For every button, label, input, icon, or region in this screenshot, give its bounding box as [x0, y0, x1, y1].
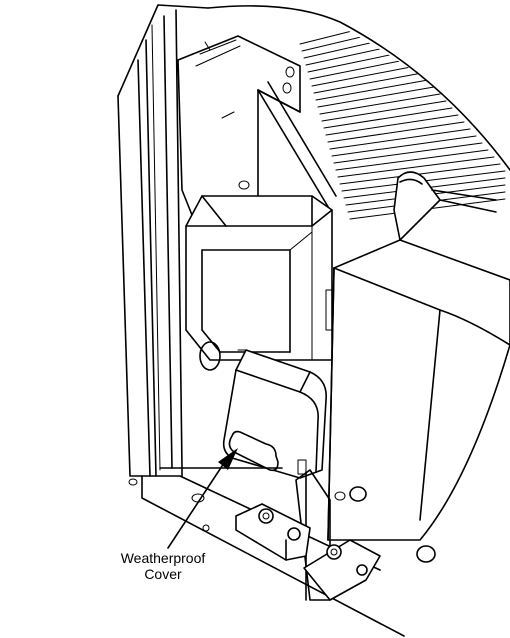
fin-line: [329, 128, 471, 150]
weatherproof-cover: [222, 349, 327, 479]
fin-line: [309, 58, 411, 80]
callout-label: Weatherproof Cover: [108, 550, 218, 582]
diagonal-strap: [257, 81, 337, 211]
bolt-plate-right: [303, 539, 381, 601]
left-rail: [117, 4, 209, 486]
arrowhead: [218, 448, 238, 470]
callout-line-2: Cover: [144, 566, 182, 582]
fin-line: [299, 23, 381, 45]
fin-line: [321, 100, 447, 122]
terminal-strip: [297, 289, 333, 475]
fin-line: [311, 65, 417, 87]
fin-line: [331, 135, 477, 157]
fin-line: [325, 114, 459, 136]
fin-line: [333, 142, 483, 164]
fin-line: [337, 156, 495, 178]
housing-arc-outline: [207, 5, 510, 171]
panel-fittings: [349, 486, 436, 563]
fin-line: [303, 37, 393, 59]
fin-line: [335, 149, 489, 171]
electrical-box: [185, 195, 333, 361]
bolt-plate-left: [235, 503, 311, 561]
callout-line-1: Weatherproof: [120, 550, 206, 566]
fin-line: [339, 163, 501, 185]
fin-line: [323, 107, 453, 129]
fin-line: [319, 93, 441, 115]
fin-line: [315, 79, 429, 101]
callout-arrow: [167, 448, 238, 549]
fin-line: [313, 72, 423, 94]
fin-line: [307, 51, 405, 73]
fin-line: [317, 86, 435, 108]
fin-line: [327, 121, 465, 143]
pipe-fitting: [393, 171, 497, 241]
knockout-hole: [199, 341, 221, 371]
rear-bracket: [177, 35, 301, 216]
